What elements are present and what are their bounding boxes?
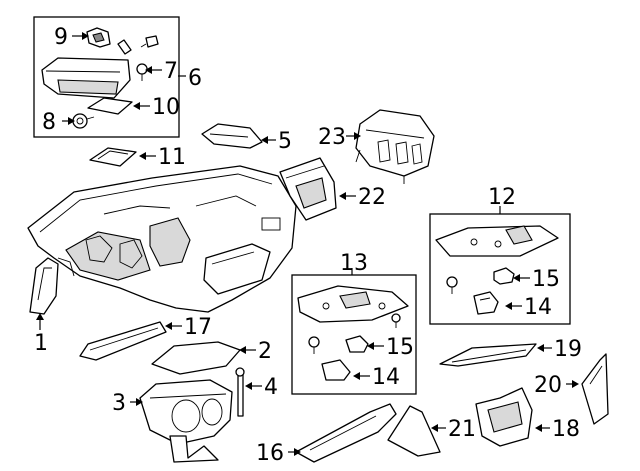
part-18-duct[interactable]	[475, 387, 533, 447]
callout-21: 21	[448, 417, 476, 442]
part-9-clip[interactable]	[86, 27, 111, 48]
part-3-cluster-bezel[interactable]	[139, 379, 233, 463]
callout-13: 13	[340, 251, 368, 276]
callout-6: 6	[188, 66, 202, 91]
callout-14b: 14	[372, 365, 400, 390]
part-4-rod[interactable]	[235, 367, 245, 417]
callout-7: 7	[164, 59, 178, 84]
part-5-cover[interactable]	[201, 123, 263, 149]
part-15a-bulb[interactable]	[493, 267, 515, 285]
callout-12: 12	[488, 185, 516, 210]
part-11-mat[interactable]	[89, 147, 137, 167]
part-17-trim-strip[interactable]	[79, 321, 167, 361]
part-15b-bulb[interactable]	[345, 335, 369, 353]
part-16-lower-trim[interactable]	[295, 403, 397, 463]
part-fastener-pin[interactable]	[117, 39, 132, 55]
part-13-tray[interactable]	[297, 285, 409, 323]
part-14a-socket[interactable]	[473, 291, 499, 315]
callout-2: 2	[258, 339, 272, 364]
part-23-bracket-assembly[interactable]	[355, 109, 435, 184]
callout-4: 4	[264, 375, 278, 400]
part-22-bracket[interactable]	[279, 157, 337, 221]
callout-18: 18	[552, 417, 580, 442]
part-1-end-cap[interactable]	[29, 257, 59, 315]
part-storage-compartment[interactable]	[41, 57, 131, 99]
part-21-corner-trim[interactable]	[387, 405, 441, 457]
callout-17: 17	[184, 315, 212, 340]
part-fastener-screw-a[interactable]	[140, 35, 159, 48]
callout-8: 8	[42, 110, 56, 135]
callout-16: 16	[256, 441, 284, 466]
part-12-screw[interactable]	[446, 276, 458, 294]
part-19-strip[interactable]	[439, 343, 537, 367]
part-14b-socket[interactable]	[321, 359, 351, 381]
part-20-corner-panel[interactable]	[581, 353, 609, 425]
callout-23: 23	[318, 125, 346, 150]
callout-15b: 15	[386, 335, 414, 360]
callout-14a: 14	[524, 295, 552, 320]
part-8-bolt[interactable]	[72, 113, 95, 129]
callout-5: 5	[278, 129, 292, 154]
leader-lines	[36, 32, 579, 456]
callout-1: 1	[34, 331, 48, 356]
callout-19: 19	[554, 337, 582, 362]
part-13-screw[interactable]	[308, 336, 320, 354]
part-10-mat[interactable]	[87, 97, 133, 115]
group-box-13	[291, 274, 417, 395]
part-2-pad[interactable]	[151, 341, 241, 375]
callout-20: 20	[534, 373, 562, 398]
callout-labels: 9 7 6 10 8 11 5 23 22 12 15 14 13 15 14 …	[34, 25, 582, 466]
part-7-screw[interactable]	[136, 63, 148, 81]
callout-11: 11	[158, 145, 186, 170]
callout-22: 22	[358, 185, 386, 210]
part-1-instrument-panel[interactable]	[27, 165, 297, 313]
group-box-6	[33, 16, 180, 138]
part-12-tray[interactable]	[435, 225, 559, 257]
callout-15a: 15	[532, 267, 560, 292]
callout-10: 10	[152, 95, 180, 120]
callout-3: 3	[112, 391, 126, 416]
part-13-clip[interactable]	[391, 313, 401, 328]
callout-9: 9	[54, 25, 68, 50]
